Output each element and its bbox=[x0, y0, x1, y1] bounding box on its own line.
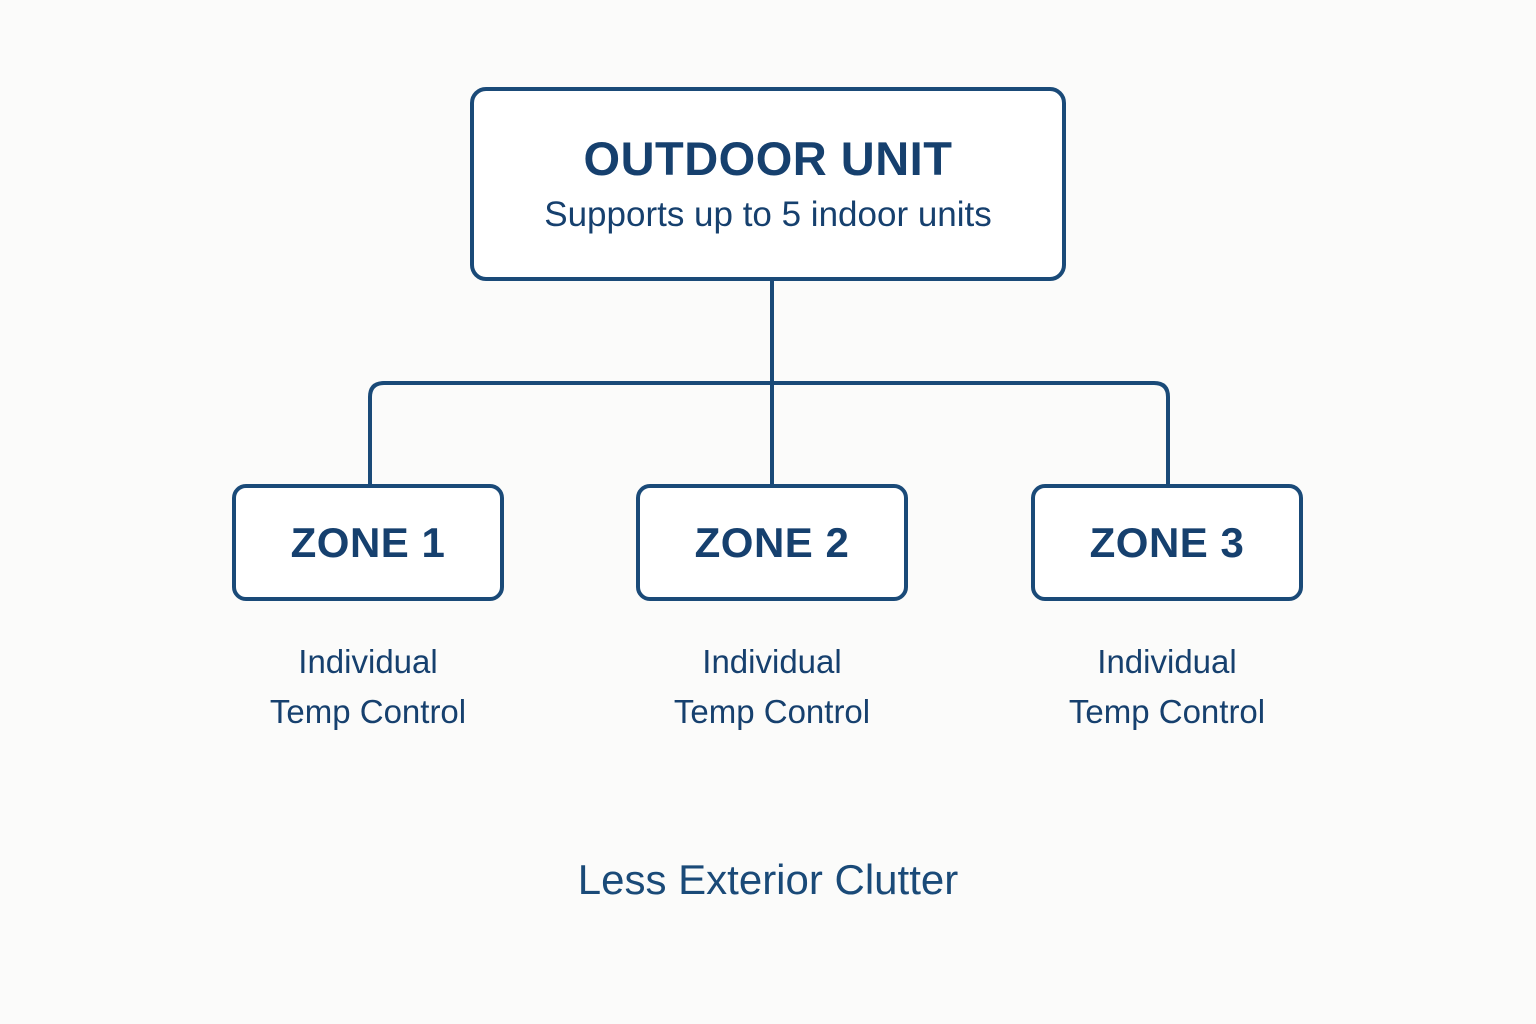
zone-node-2: ZONE 2 bbox=[636, 484, 908, 601]
zone-caption-line-2: Temp Control bbox=[269, 693, 467, 731]
outdoor-unit-title: OUTDOOR UNIT bbox=[583, 131, 953, 185]
zone-column: ZONE 1 Individual Temp Control bbox=[232, 484, 504, 737]
zone-title: ZONE 1 bbox=[290, 518, 446, 566]
zone-title: ZONE 2 bbox=[694, 518, 850, 566]
footer-caption: Less Exterior Clutter bbox=[577, 856, 959, 903]
zone-column: ZONE 2 Individual Temp Control bbox=[636, 484, 908, 737]
connector-bracket bbox=[368, 381, 1170, 484]
zone-caption: Individual Temp Control bbox=[636, 637, 908, 737]
zone-caption: Individual Temp Control bbox=[1031, 637, 1303, 737]
zone-title: ZONE 3 bbox=[1089, 518, 1245, 566]
zone-caption-line-2: Temp Control bbox=[673, 693, 871, 731]
zone-caption-line-1: Individual bbox=[1097, 643, 1237, 680]
zone-node-3: ZONE 3 bbox=[1031, 484, 1303, 601]
zone-column: ZONE 3 Individual Temp Control bbox=[1031, 484, 1303, 737]
zone-caption-line-2: Temp Control bbox=[1068, 693, 1266, 731]
outdoor-unit-node: OUTDOOR UNIT Supports up to 5 indoor uni… bbox=[470, 87, 1066, 281]
outdoor-unit-subtitle: Supports up to 5 indoor units bbox=[544, 195, 992, 235]
zone-node-1: ZONE 1 bbox=[232, 484, 504, 601]
zone-caption-line-1: Individual bbox=[298, 643, 438, 680]
zone-caption-line-1: Individual bbox=[702, 643, 842, 680]
zone-caption: Individual Temp Control bbox=[232, 637, 504, 737]
